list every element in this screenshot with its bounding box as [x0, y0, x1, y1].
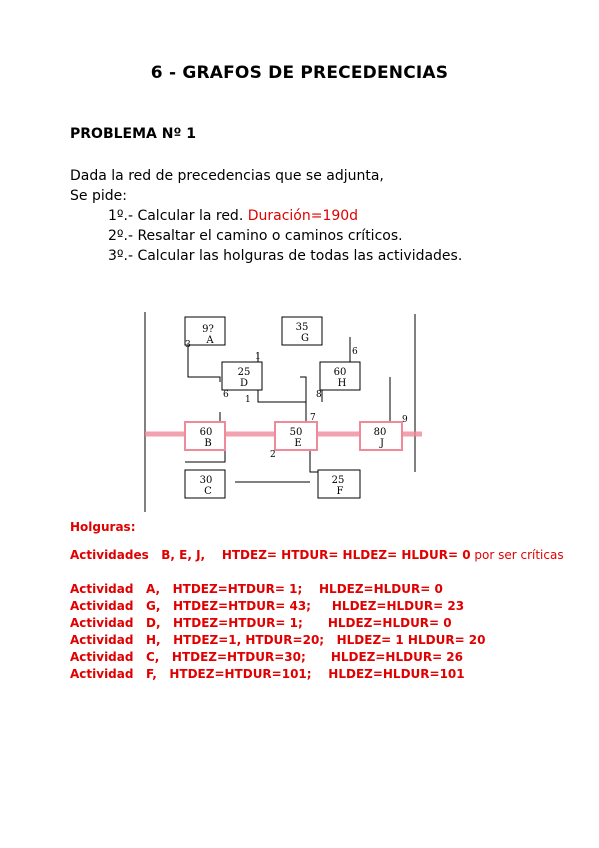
node-f-name: F [337, 486, 344, 497]
critical-formula: TDEZ= HTDUR= HLDEZ= HLDUR= 0 [231, 548, 471, 562]
node-d-duration: 25 [238, 367, 251, 378]
node-b-name: B [204, 438, 211, 449]
holgura-line-a: Actividad A, HTDEZ=HTDUR= 1; HLDEZ=HLDUR… [70, 582, 443, 596]
node-g: 35 G [281, 316, 323, 346]
node-d-name: D [240, 378, 248, 389]
node-a: 9? A [184, 316, 226, 346]
node-e-duration: 50 [290, 427, 303, 438]
node-a-duration: 9? [202, 324, 214, 335]
node-h: 60 H [319, 361, 361, 391]
precedence-graph: 9? A 35 G 25 D 60 H 60 B 50 [144, 312, 422, 512]
critical-suffix: por ser críticas [470, 548, 564, 562]
edge-label: 3 [185, 340, 191, 350]
intro-line-1: Dada la red de precedencias que se adjun… [70, 168, 384, 184]
problem-heading: PROBLEMA Nº 1 [70, 126, 196, 142]
edge-label: 7 [310, 413, 316, 423]
critical-prefix: Actividades B, E, J, H [70, 548, 232, 562]
edge-label: 6 [223, 390, 229, 400]
node-h-duration: 60 [334, 367, 347, 378]
task-item-1: 1º.- Calcular la red. Duración=190d [108, 208, 358, 224]
task-item-2: 2º.- Resaltar el camino o caminos crític… [108, 228, 403, 244]
node-f: 25 F [317, 469, 361, 499]
holguras-critical-line: Actividades B, E, J, HTDEZ= HTDUR= HLDEZ… [70, 548, 564, 562]
intro-line-2: Se pide: [70, 188, 127, 204]
node-j-name: J [379, 438, 384, 449]
holgura-line-g: Actividad G, HTDEZ=HTDUR= 43; HLDEZ=HLDU… [70, 599, 465, 613]
edge-label: 8 [316, 390, 322, 400]
node-f-duration: 25 [332, 475, 345, 486]
edge-label: 2 [270, 450, 276, 460]
node-j: 80 J [359, 421, 403, 451]
task-item-3: 3º.- Calcular las holguras de todas las … [108, 248, 463, 264]
holgura-line-f: Actividad F, HTDEZ=HTDUR=101; HLDEZ=HLDU… [70, 667, 465, 681]
node-a-name: A [205, 335, 214, 346]
duration-result: Duración=190d [247, 208, 359, 224]
node-c-name: C [204, 486, 212, 497]
node-g-duration: 35 [296, 322, 309, 333]
node-b: 60 B [184, 421, 226, 451]
edge-label: 6 [352, 347, 358, 357]
task-item-1-label: 1º.- Calcular la red. [108, 208, 244, 224]
node-h-name: H [338, 378, 347, 389]
edge-label: 1 [255, 352, 261, 362]
holgura-line-d: Actividad D, HTDEZ=HTDUR= 1; HLDEZ=HLDUR… [70, 616, 452, 630]
node-e-name: E [294, 438, 301, 449]
edge-label: 1 [245, 395, 251, 405]
node-d: 25 D [221, 361, 263, 391]
holgura-line-h: Actividad H, HTDEZ=1, HTDUR=20; HLDEZ= 1… [70, 633, 486, 647]
node-g-name: G [301, 333, 309, 344]
node-c-duration: 30 [200, 475, 213, 486]
node-j-duration: 80 [374, 427, 387, 438]
node-e: 50 E [274, 421, 318, 451]
node-b-duration: 60 [200, 427, 213, 438]
page-title: 6 - GRAFOS DE PRECEDENCIAS [150, 63, 449, 83]
holguras-heading: Holguras: [70, 520, 136, 534]
edge-label: 9 [402, 415, 408, 425]
node-c: 30 C [184, 469, 226, 499]
holgura-line-c: Actividad C, HTDEZ=HTDUR=30; HLDEZ=HLDUR… [70, 650, 463, 664]
